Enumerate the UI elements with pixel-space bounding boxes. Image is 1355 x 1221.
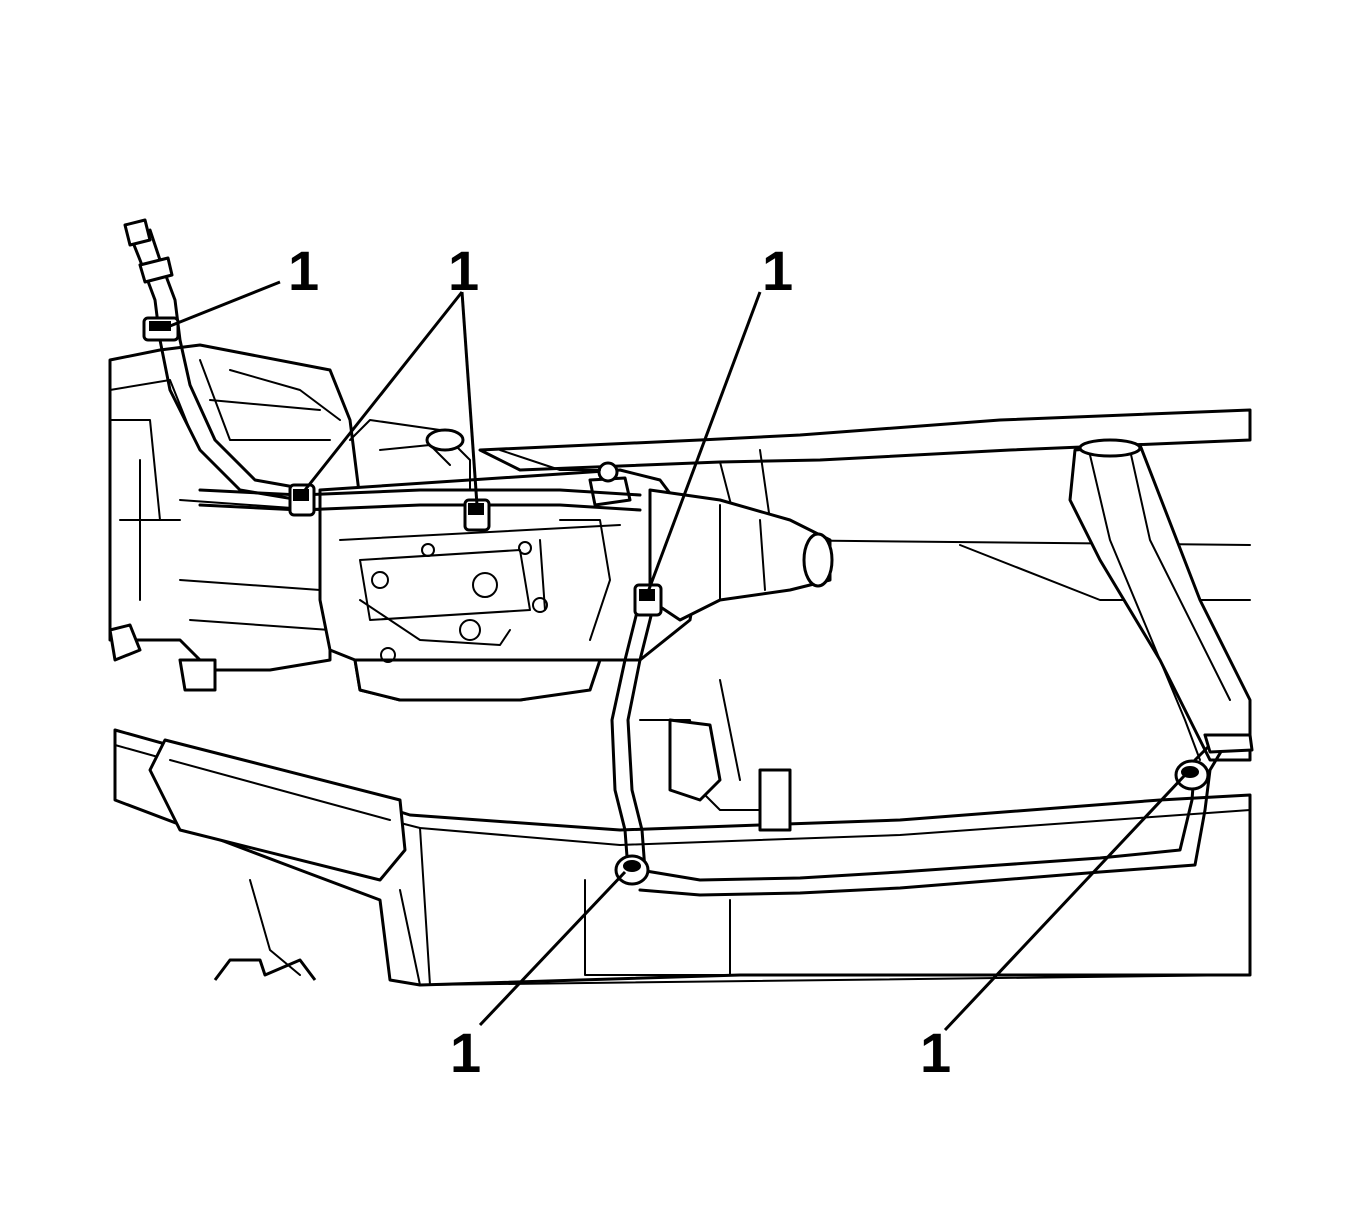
retainer-clips <box>142 316 1210 886</box>
callout-label: 1 <box>288 239 319 302</box>
dipstick-tube <box>123 218 302 502</box>
callout-label: 1 <box>762 239 793 302</box>
clip-dipstick <box>142 316 180 342</box>
callout-labels: 1 1 1 1 1 <box>288 239 951 1084</box>
callout-leaders <box>164 280 1187 1032</box>
clip-hose-left <box>288 483 316 517</box>
clip-vertical-line <box>633 583 663 617</box>
transmission <box>318 461 702 702</box>
clip-rail-front <box>614 854 650 886</box>
frame-rail-lower <box>113 728 1252 987</box>
callout-label: 1 <box>920 1021 951 1084</box>
skid-plate <box>148 738 407 981</box>
clip-rail-rear <box>1174 759 1210 791</box>
callout-label: 1 <box>448 239 479 302</box>
rear-crossmember <box>1068 438 1252 762</box>
fuel-line-vertical <box>610 598 792 872</box>
callout-label: 1 <box>450 1021 481 1084</box>
tailshaft-housing <box>648 488 834 622</box>
